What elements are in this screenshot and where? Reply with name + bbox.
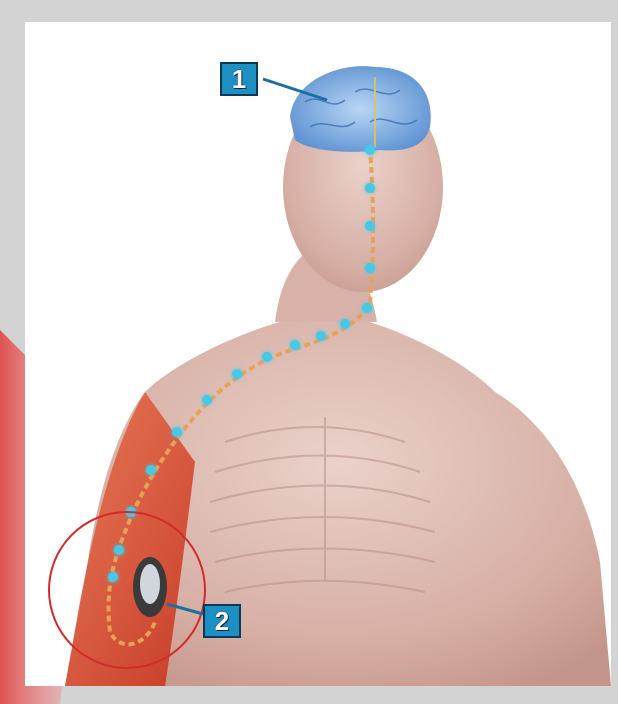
implant-device-icon (133, 557, 167, 617)
callout-2: 2 (203, 604, 241, 638)
brain-icon (290, 66, 431, 152)
illustration-panel: 1 2 (25, 22, 611, 686)
callout-1: 1 (220, 62, 258, 96)
anatomy-illustration (25, 22, 611, 686)
